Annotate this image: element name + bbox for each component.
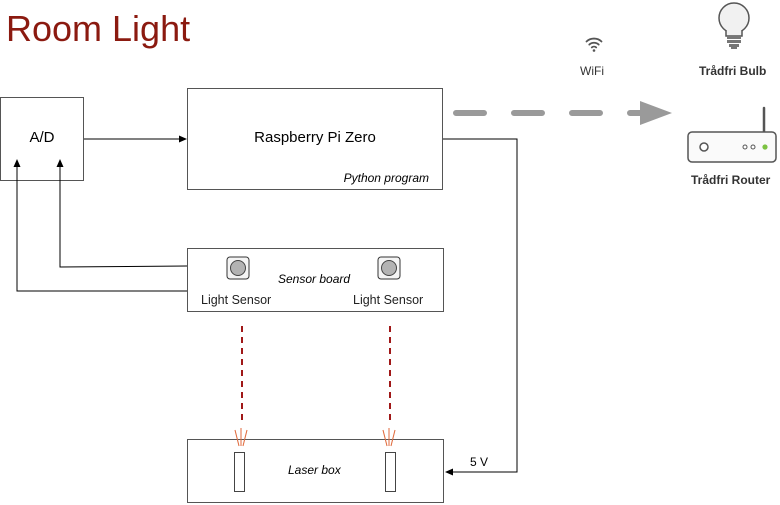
laser-box [187, 439, 444, 503]
laser-rays-1 [234, 428, 248, 447]
rpi-label: Raspberry Pi Zero [254, 129, 376, 146]
wifi-link-arrow [453, 101, 672, 125]
python-program-label: Python program [343, 171, 429, 185]
sensor1-to-ad-wire [56, 159, 188, 268]
wifi-label: WiFi [580, 64, 604, 78]
light-bulb-icon [718, 2, 750, 49]
diagram-title: Room Light [6, 8, 191, 49]
laser-emitter-1 [234, 452, 245, 492]
light-sensor-2-label: Light Sensor [353, 293, 424, 307]
wifi-icon [585, 37, 603, 52]
light-sensor-1-label: Light Sensor [201, 293, 272, 307]
bulb-label: Trådfri Bulb [699, 64, 767, 78]
light-sensor-2 [377, 256, 401, 280]
laser-emitter-2 [385, 452, 396, 492]
power-label: 5 V [470, 455, 489, 469]
router-label: Trådfri Router [691, 173, 771, 187]
router-icon [687, 106, 777, 163]
power-wire [443, 138, 518, 476]
sensor-board-label: Sensor board [278, 272, 351, 286]
light-sensor-1 [226, 256, 250, 280]
rpi-box [187, 88, 443, 190]
ad-label: A/D [29, 129, 55, 146]
sensor2-to-ad-wire [13, 159, 187, 292]
laser-rays-2 [382, 428, 396, 447]
laser-box-label: Laser box [288, 463, 341, 477]
